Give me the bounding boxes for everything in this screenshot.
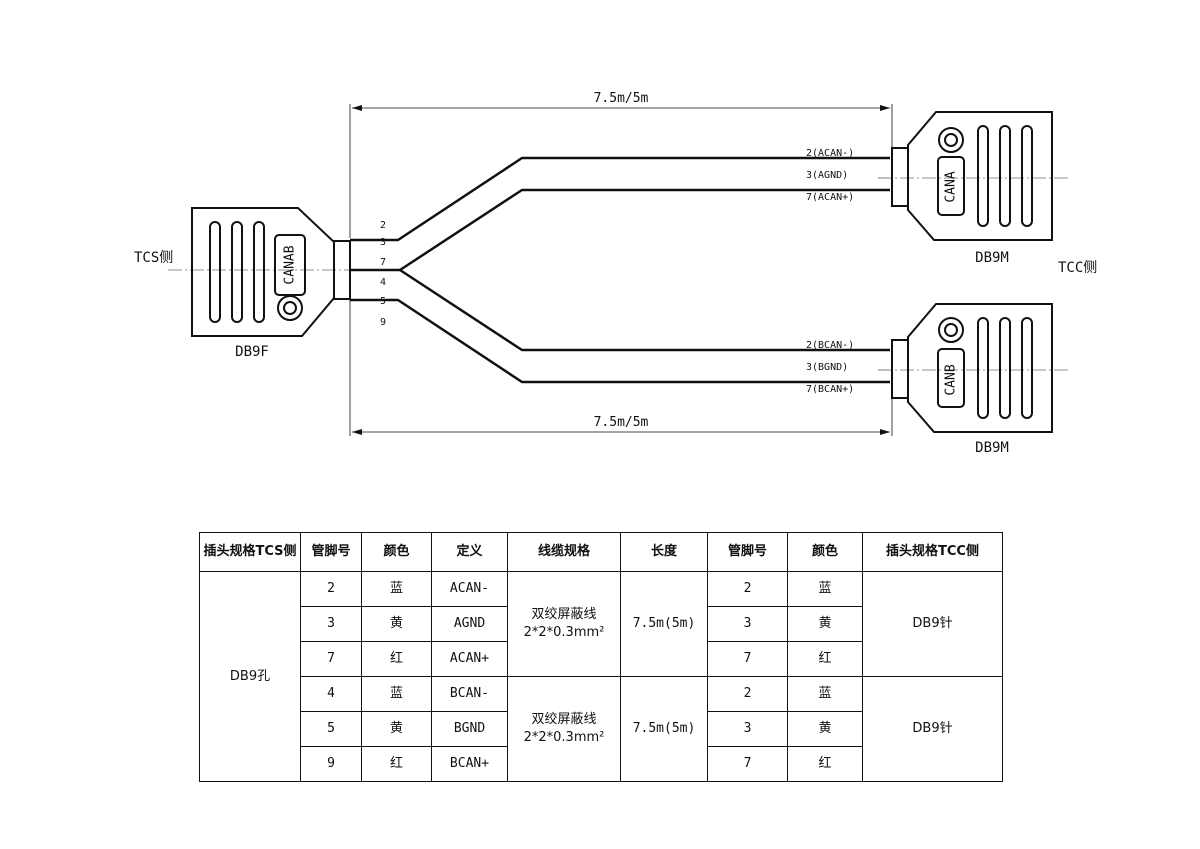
- left-pin-label: 7: [380, 257, 386, 268]
- definition-cell: ACAN-: [431, 571, 508, 607]
- dimension-top-label: 7.5m/5m: [594, 91, 649, 106]
- pin-cell: 5: [300, 711, 362, 747]
- header-color: 颜色: [361, 532, 432, 572]
- centerlines: [168, 177, 1068, 371]
- header-tcc-plug: 插头规格TCC侧: [862, 532, 1003, 572]
- right-color-cell: 红: [787, 746, 863, 782]
- right-bottom-connector: [891, 303, 1053, 433]
- right-top-pin-labels: 2(ACAN-) 3(AGND) 7(ACAN+): [806, 148, 854, 203]
- right-pin-cell: 7: [707, 746, 788, 782]
- right-pin-cell: 3: [707, 606, 788, 642]
- right-top-pin-label: 3(AGND): [806, 170, 848, 181]
- definition-cell: AGND: [431, 606, 508, 642]
- cable-drawing: 7.5m/5m 7.5m/5m CANAB DB9F TCS侧: [134, 91, 1097, 456]
- table-header-row: 插头规格TCS侧 管脚号 颜色 定义 线缆规格 长度 管脚号 颜色 插头规格TC…: [199, 532, 1003, 572]
- right-pin-cell: 2: [707, 676, 788, 712]
- pin-cell: 2: [300, 571, 362, 607]
- left-pin-label: 2: [380, 220, 386, 231]
- right-color-cell: 蓝: [787, 676, 863, 712]
- table-row: DB9孔 2 蓝 ACAN- 双绞屏蔽线 2*2*0.3mm² 7.5m(5m)…: [199, 571, 1003, 782]
- right-bottom-pin-label: 7(BCAN+): [806, 384, 854, 395]
- pin-cell: 9: [300, 746, 362, 782]
- right-top-pin-label: 2(ACAN-): [806, 148, 854, 159]
- cable-spec-line1: 双绞屏蔽线: [531, 607, 597, 623]
- definition-cell: ACAN+: [431, 641, 508, 677]
- left-pin-label: 5: [380, 296, 386, 307]
- color-cell: 黄: [361, 606, 432, 642]
- pin-cell: 4: [300, 676, 362, 712]
- right-top-connector-caption: DB9M: [975, 250, 1009, 266]
- right-pin-cell: 3: [707, 711, 788, 747]
- pin-cell: 3: [300, 606, 362, 642]
- left-side-label: TCS侧: [134, 250, 173, 266]
- length-cell: 7.5m(5m): [620, 571, 708, 677]
- right-color-cell: 红: [787, 641, 863, 677]
- left-pin-labels: 2 3 7 4 5 9: [380, 220, 386, 328]
- table-row: 9 红 BCAN+ 7 红: [200, 746, 1003, 782]
- cable-spec-line2: 2*2*0.3mm²: [523, 730, 605, 745]
- right-color-cell: 蓝: [787, 571, 863, 607]
- left-pin-label: 9: [380, 317, 386, 328]
- right-top-connector-label: CANA: [944, 171, 959, 202]
- right-bottom-connector-label: CANB: [944, 364, 959, 395]
- color-cell: 蓝: [361, 571, 432, 607]
- right-bottom-connector-caption: DB9M: [975, 440, 1009, 456]
- tcc-plug-cell: DB9针: [862, 571, 1003, 677]
- right-pin-cell: 2: [707, 571, 788, 607]
- length-cell: 7.5m(5m): [620, 676, 708, 782]
- dimension-bottom-label: 7.5m/5m: [594, 415, 649, 430]
- header-right-pin: 管脚号: [707, 532, 788, 572]
- right-top-pin-label: 7(ACAN+): [806, 192, 854, 203]
- cable-spec-cell: 双绞屏蔽线 2*2*0.3mm²: [507, 676, 621, 782]
- header-definition: 定义: [431, 532, 508, 572]
- color-cell: 红: [361, 746, 432, 782]
- color-cell: 蓝: [361, 676, 432, 712]
- definition-cell: BCAN-: [431, 676, 508, 712]
- header-cable-spec: 线缆规格: [507, 532, 621, 572]
- tcc-plug-cell: DB9针: [862, 676, 1003, 782]
- left-connector-caption: DB9F: [235, 344, 269, 360]
- right-color-cell: 黄: [787, 606, 863, 642]
- right-bottom-pin-labels: 2(BCAN-) 3(BGND) 7(BCAN+): [806, 340, 854, 395]
- dimension-top: [349, 104, 893, 238]
- right-color-cell: 黄: [787, 711, 863, 747]
- table-row: 7 红 ACAN+ 7 红: [200, 641, 1003, 677]
- right-bottom-pin-label: 3(BGND): [806, 362, 848, 373]
- pinout-spec-table: 插头规格TCS侧 管脚号 颜色 定义 线缆规格 长度 管脚号 颜色 插头规格TC…: [199, 532, 1003, 782]
- cable-spec-cell: 双绞屏蔽线 2*2*0.3mm²: [507, 571, 621, 677]
- header-tcs-plug: 插头规格TCS侧: [199, 532, 301, 572]
- right-pin-cell: 7: [707, 641, 788, 677]
- left-connector: [191, 207, 351, 337]
- right-side-label: TCC侧: [1058, 260, 1097, 276]
- table-row: 4 蓝 BCAN- 双绞屏蔽线 2*2*0.3mm² 7.5m(5m) 2 蓝 …: [200, 676, 1003, 782]
- left-pin-label: 4: [380, 277, 386, 288]
- header-pin: 管脚号: [300, 532, 362, 572]
- header-right-color: 颜色: [787, 532, 863, 572]
- cable-spec-line1: 双绞屏蔽线: [531, 712, 597, 728]
- definition-cell: BCAN+: [431, 746, 508, 782]
- left-pin-label: 3: [380, 237, 386, 248]
- color-cell: 红: [361, 641, 432, 677]
- tcs-plug-cell: DB9孔: [199, 571, 301, 782]
- definition-cell: BGND: [431, 711, 508, 747]
- left-connector-label: CANAB: [283, 245, 298, 284]
- color-cell: 黄: [361, 711, 432, 747]
- dimension-bottom: [349, 300, 893, 436]
- cable-outline: [350, 156, 890, 384]
- header-length: 长度: [620, 532, 708, 572]
- cable-spec-line2: 2*2*0.3mm²: [523, 625, 605, 640]
- right-top-connector: [891, 111, 1053, 241]
- right-bottom-pin-label: 2(BCAN-): [806, 340, 854, 351]
- pin-cell: 7: [300, 641, 362, 677]
